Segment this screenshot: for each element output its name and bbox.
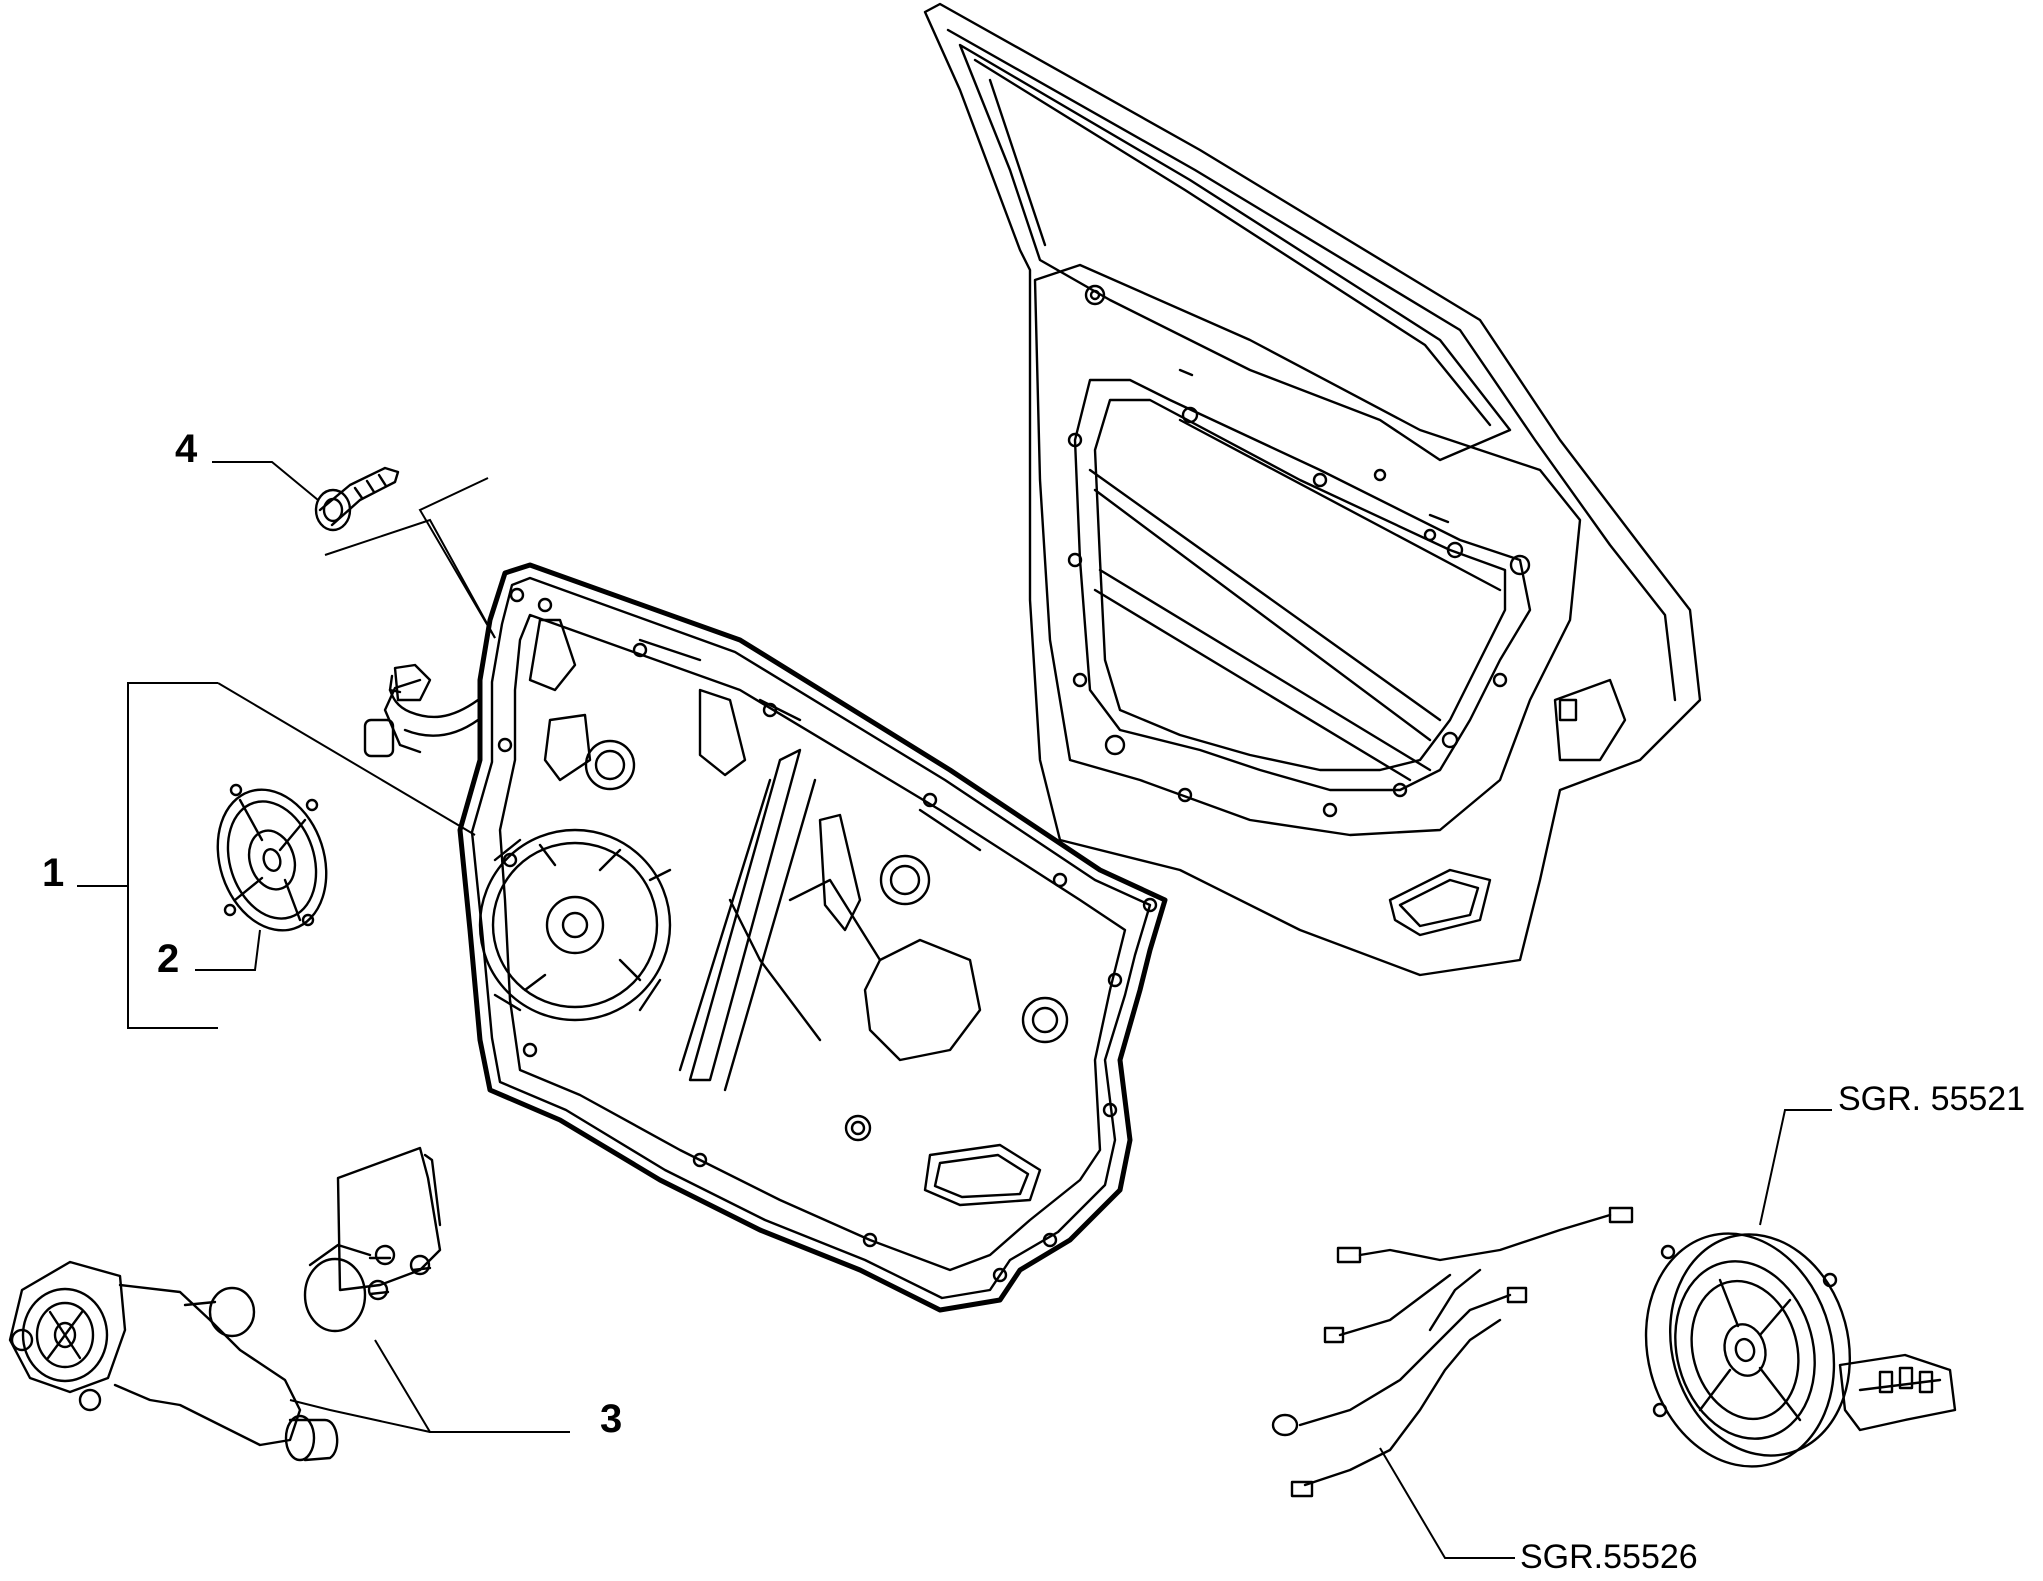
window-motor-icon — [8, 1260, 339, 1462]
leader-lines — [77, 461, 1832, 1559]
speaker-icon — [216, 783, 328, 932]
reference-sgr-55526: SGR.55526 — [1520, 1538, 1698, 1576]
door-frame-icon — [923, 2, 1702, 977]
bracket-icon — [303, 1146, 442, 1333]
cable-loom-icon — [363, 663, 480, 758]
door-module-panel-icon — [457, 562, 1168, 1313]
callout-2: 2 — [157, 937, 179, 981]
wiring-harness-icon — [1271, 1206, 1634, 1498]
speaker-assembly-icon — [1644, 1232, 1957, 1468]
reference-sgr-55521: SGR. 55521 — [1838, 1080, 2025, 1118]
screw-icon — [314, 466, 400, 532]
callout-4: 4 — [175, 427, 198, 471]
callout-3: 3 — [600, 1397, 622, 1441]
callout-1: 1 — [42, 851, 64, 895]
